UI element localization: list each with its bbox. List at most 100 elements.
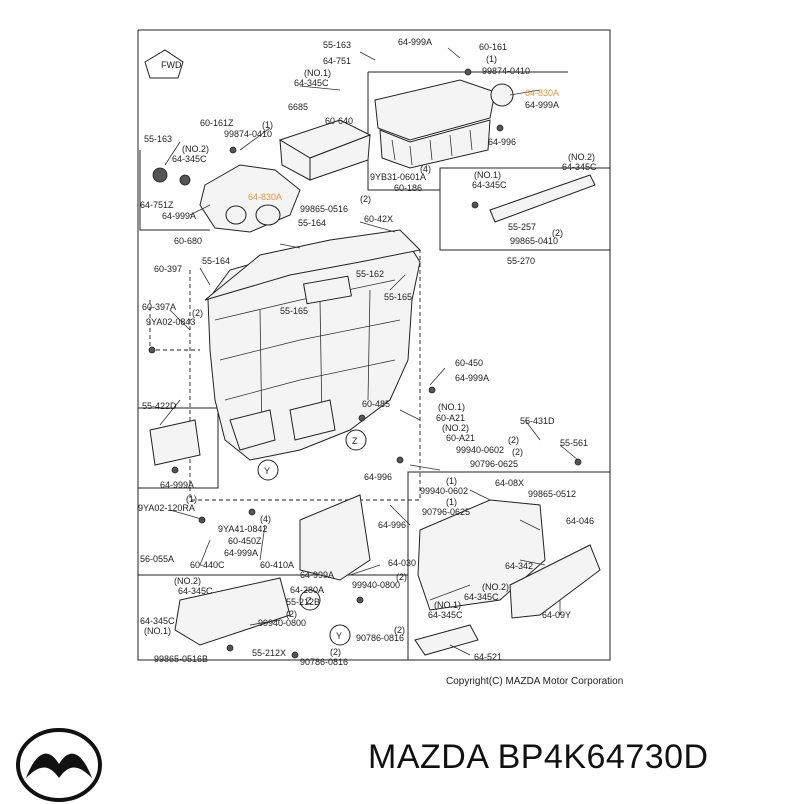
label-82: 99940-0800 bbox=[352, 580, 400, 590]
label-93: (NO.1) bbox=[144, 626, 171, 636]
info-display-unit bbox=[278, 119, 372, 181]
label-4: (NO.1) bbox=[304, 68, 331, 78]
label-74: 64-046 bbox=[566, 516, 594, 526]
label-87: (NO.2) bbox=[482, 582, 509, 592]
label-59: 90796-0625 bbox=[470, 459, 518, 469]
lower-bracket bbox=[414, 624, 479, 656]
label-88: 64-345C bbox=[464, 592, 499, 602]
label-81: (2) bbox=[396, 572, 407, 582]
left-vent-frame bbox=[137, 407, 219, 489]
label-76: 56-055A bbox=[140, 554, 174, 564]
label-72: 60-450Z bbox=[228, 536, 262, 546]
label-42: 60-397A bbox=[142, 302, 176, 312]
label-41: 55-165 bbox=[384, 292, 412, 302]
label-80: 64-999A bbox=[300, 570, 334, 580]
label-57: 55-561 bbox=[560, 438, 588, 448]
dashboard-panel bbox=[207, 235, 421, 461]
label-49: 60-485 bbox=[362, 399, 390, 409]
left-cluster-frame bbox=[139, 150, 210, 231]
label-22: 60-186 bbox=[394, 183, 422, 193]
label-35: (2) bbox=[552, 228, 563, 238]
label-45: 55-165 bbox=[280, 306, 308, 316]
label-78: 60-410A bbox=[260, 560, 294, 570]
label-37: 55-270 bbox=[507, 256, 535, 266]
label-23: 64-751Z bbox=[140, 200, 174, 210]
label-8: 64-830A bbox=[525, 88, 559, 98]
label-55: (2) bbox=[508, 435, 519, 445]
label-83: 64-342 bbox=[505, 561, 533, 571]
label-66: (1) bbox=[446, 497, 457, 507]
label-47: 64-999A bbox=[455, 373, 489, 383]
label-25: 99865-0516 bbox=[300, 204, 348, 214]
label-71: 9YA41-0842 bbox=[218, 524, 267, 534]
label-32: 55-164 bbox=[298, 218, 326, 228]
label-43: (2) bbox=[192, 308, 203, 318]
fwd-arrow-icon: FWD bbox=[144, 49, 184, 79]
side-trim-strip bbox=[489, 174, 596, 223]
label-90: (NO.1) bbox=[434, 600, 461, 610]
label-69: (1) bbox=[186, 494, 197, 504]
svg-text:Y: Y bbox=[336, 631, 342, 641]
label-65: 99865-0512 bbox=[528, 489, 576, 499]
label-95: 99940-0800 bbox=[258, 618, 306, 628]
label-67: 90796-0625 bbox=[422, 507, 470, 517]
label-50: (NO.1) bbox=[438, 402, 465, 412]
label-36: 99865-0410 bbox=[510, 236, 558, 246]
label-52: 55-431D bbox=[520, 416, 555, 426]
label-84: (NO.2) bbox=[174, 576, 201, 586]
label-98: 64-09Y bbox=[542, 610, 571, 620]
label-86: 64-280A bbox=[290, 585, 324, 595]
label-40: 55-162 bbox=[356, 269, 384, 279]
label-46: 60-450 bbox=[455, 358, 483, 368]
svg-text:Z: Z bbox=[352, 436, 358, 446]
label-44: 9YA02-0843 bbox=[146, 317, 195, 327]
part-number-title: MAZDA BP4K64730D bbox=[368, 738, 709, 776]
label-63: (1) bbox=[446, 476, 457, 486]
right-vent-icon bbox=[490, 83, 514, 107]
label-5: 64-345C bbox=[294, 78, 329, 88]
label-28: 64-345C bbox=[562, 162, 597, 172]
label-101: (2) bbox=[330, 647, 341, 657]
svg-text:Y: Y bbox=[264, 466, 270, 476]
label-9: 64-999A bbox=[525, 100, 559, 110]
label-31: 60-680 bbox=[174, 236, 202, 246]
label-61: 64-996 bbox=[364, 472, 392, 482]
label-26: (2) bbox=[360, 194, 371, 204]
label-99: 99865-0516B bbox=[154, 654, 208, 664]
label-33: 60-42X bbox=[364, 214, 393, 224]
side-trim-frame bbox=[439, 167, 611, 251]
glovebox-frame bbox=[407, 471, 611, 661]
label-92: 64-345C bbox=[140, 616, 175, 626]
label-27: (NO.2) bbox=[568, 152, 595, 162]
leader-lines bbox=[159, 47, 579, 656]
center-support bbox=[299, 494, 371, 581]
copyright-notice: Copyright(C) MAZDA Motor Corporation bbox=[446, 676, 624, 687]
label-62: 64-08X bbox=[495, 478, 524, 488]
label-79: 64-030 bbox=[388, 558, 416, 568]
meter-hood bbox=[199, 164, 301, 233]
part-labels: 55-163 64-999A 60-161 64-751 (NO.1) 64-3… bbox=[138, 37, 597, 667]
label-10: 6685 bbox=[288, 102, 308, 112]
lower-left-panel bbox=[174, 577, 291, 646]
reference-markers: Y Z Z Y bbox=[257, 429, 367, 646]
label-17: 64-345C bbox=[172, 154, 207, 164]
airbag-module bbox=[374, 79, 496, 169]
label-91: 64-345C bbox=[428, 610, 463, 620]
label-21: 9YB31-0601A bbox=[370, 172, 426, 182]
fwd-label: FWD bbox=[161, 60, 182, 70]
label-3: 64-751 bbox=[323, 56, 351, 66]
label-15: 55-163 bbox=[144, 134, 172, 144]
svg-text:Z: Z bbox=[306, 596, 312, 606]
dash-subassy-frame bbox=[189, 250, 421, 501]
label-14: 99874-0410 bbox=[224, 129, 272, 139]
label-6: (1) bbox=[486, 54, 497, 64]
dash-top-cover bbox=[204, 229, 422, 301]
label-39: 55-164 bbox=[202, 256, 230, 266]
label-68: 9YA02-120RA bbox=[138, 503, 195, 513]
label-73: 64-996 bbox=[378, 520, 406, 530]
label-94: (2) bbox=[286, 609, 297, 619]
label-51: 60-A21 bbox=[436, 413, 465, 423]
label-1: 64-999A bbox=[398, 37, 432, 47]
label-19: 64-830A bbox=[248, 192, 282, 202]
